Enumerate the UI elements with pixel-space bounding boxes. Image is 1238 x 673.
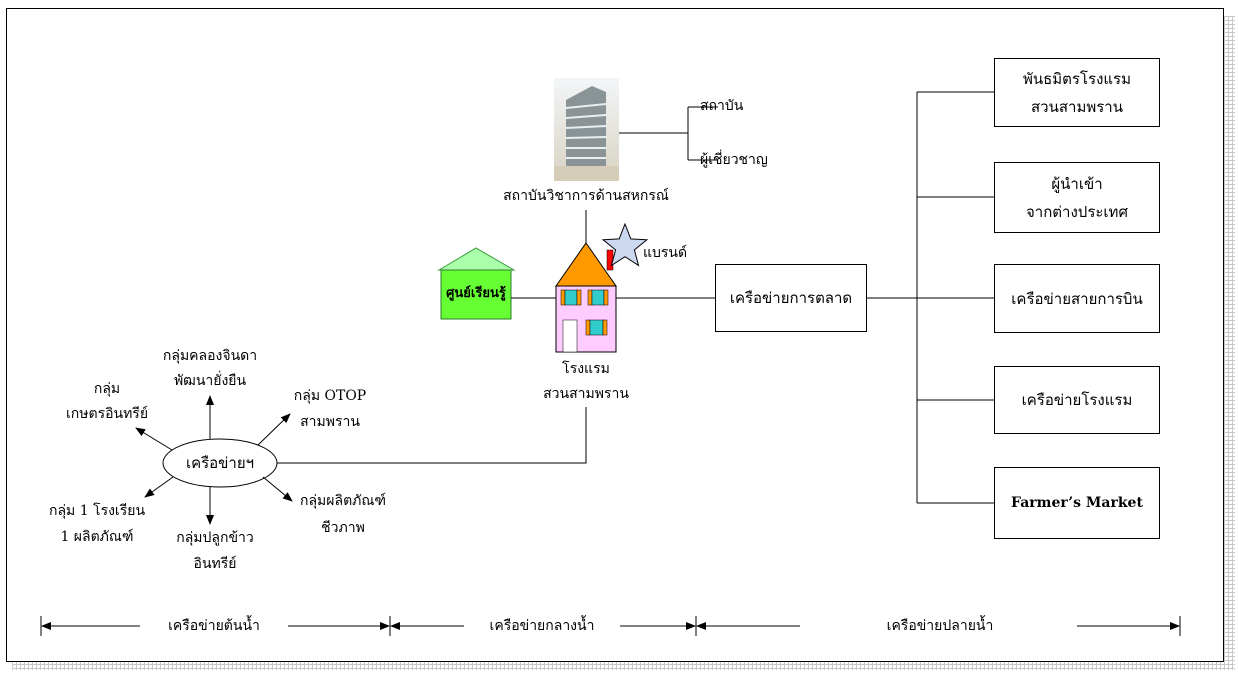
network-hub-label: เครือข่ายฯ [185,454,255,472]
institute-branch-label: สถาบัน [700,98,744,114]
group-school-line2: 1 ผลิตภัณฑ์ [60,529,134,545]
partner-box-farmers-market: Farmer’s Market [994,467,1160,539]
network-hub-ellipse [162,438,278,488]
group-canal-line2: พัฒนายั่งยืน [173,373,247,389]
expert-branch-label: ผู้เชี่ยวชาญ [700,152,768,168]
learning-center-label: ศูนย์เรียนรู้ [446,286,506,301]
partner-label-line1: พันธมิตรโรงแรม [1022,69,1132,88]
group-otop-line2: สามพราน [300,414,360,430]
institute-branch-lines [585,106,718,244]
hub-arrows [135,395,293,525]
hotel-label-line2: สวนสามพราน [543,386,629,402]
partner-label: เครือข่ายโรงแรม [1021,391,1133,409]
stream-midstream-label: เครือข่ายกลางน้ำ [489,618,595,634]
partner-label-line1: ผู้นำเข้า [1051,174,1103,193]
marketing-network-label: เครือข่ายการตลาด [729,289,853,307]
partner-box-airline: เครือข่ายสายการบิน [994,264,1160,333]
institute-building-image [554,78,619,181]
group-organic-line2: เกษตรอินทรีย์ [65,406,149,422]
group-otop-line1: กลุ่ม OTOP [293,388,367,404]
institute-label: สถาบันวิชาการด้านสหกรณ์ [503,188,669,204]
marketing-link-lines [616,91,994,504]
group-rice-line2: อินทรีย์ [193,556,237,572]
hotel-house-icon [555,242,617,353]
stream-downstream-label: เครือข่ายปลายน้ำ [886,618,994,634]
partner-box-hotel-network: เครือข่ายโรงแรม [994,366,1160,434]
partner-label-line2: สวนสามพราน [1031,97,1123,116]
partner-label: Farmer’s Market [1011,495,1143,511]
brand-label: แบรนด์ [643,245,688,261]
stream-arrows [40,616,1181,636]
group-organic-line1: กลุ่ม [93,381,121,397]
partner-box-importers: ผู้นำเข้า จากต่างประเทศ [994,162,1160,233]
group-bio-line2: ชีวภาพ [321,520,365,536]
group-rice-line1: กลุ่มปลูกข้าว [176,530,254,546]
learning-center-shape [437,247,516,320]
group-bio-line1: กลุ่มผลิตภัณฑ์ [300,493,386,509]
hub-to-hotel-line [276,407,587,464]
group-canal-line1: กลุ่มคลองจินดา [162,348,258,364]
marketing-network-box: เครือข่ายการตลาด [715,264,867,332]
partner-label: เครือข่ายสายการบิน [1011,289,1143,308]
partner-box-hotel-alliance: พันธมิตรโรงแรม สวนสามพราน [994,58,1160,127]
group-school-line1: กลุ่ม 1 โรงเรียน [48,503,146,519]
hotel-label-line1: โรงแรม [562,361,610,377]
stream-upstream-label: เครือข่ายต้นน้ำ [168,618,260,634]
partner-label-line2: จากต่างประเทศ [1026,202,1128,221]
brand-star-icon [601,222,649,267]
